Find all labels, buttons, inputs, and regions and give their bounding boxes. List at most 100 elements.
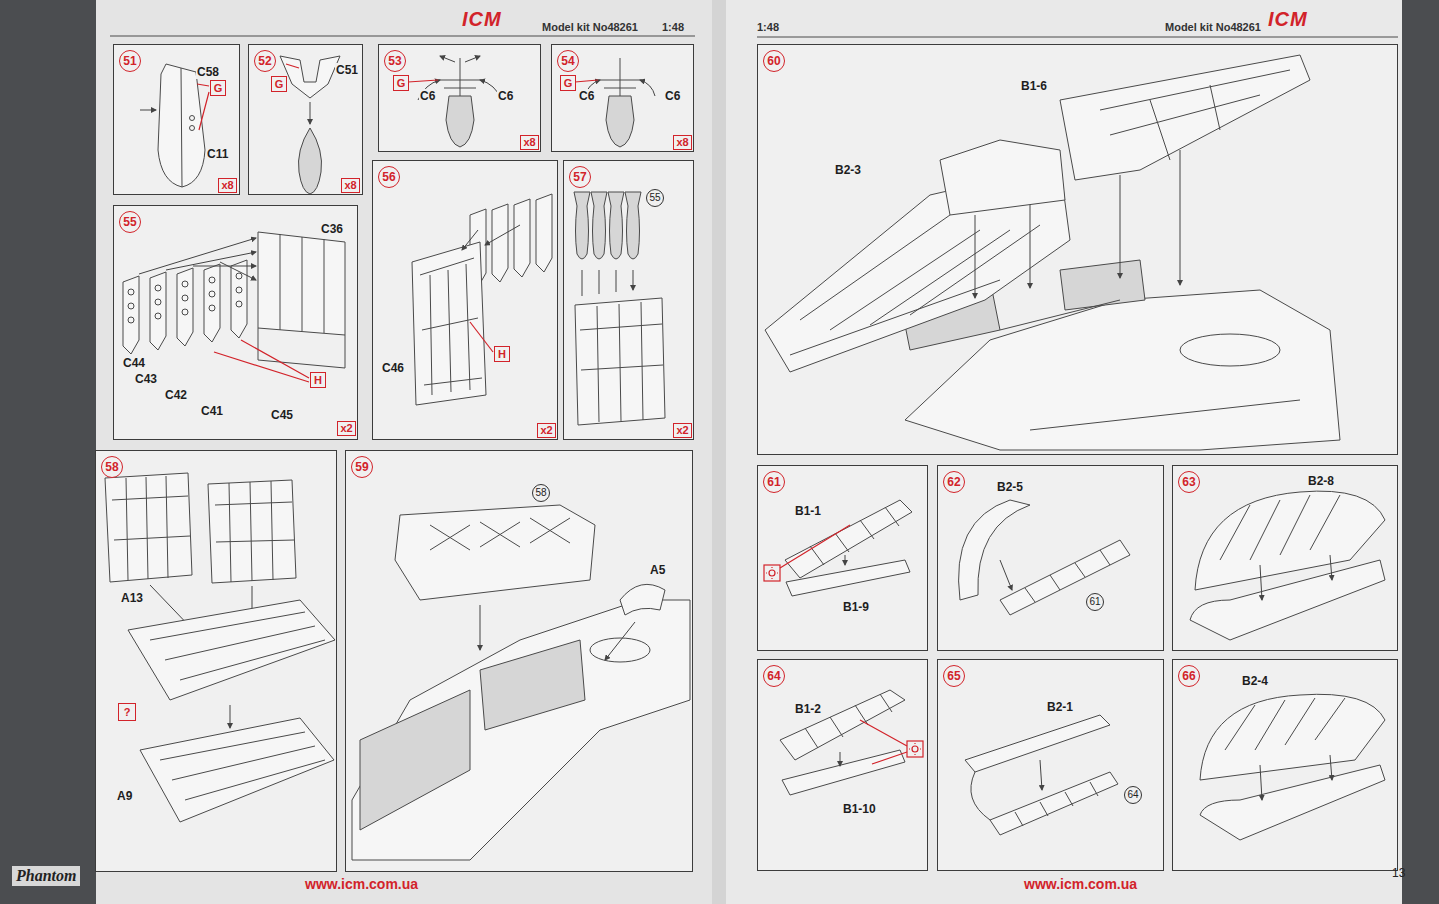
wing-fuselage-drawing	[1180, 334, 1280, 366]
step-number: 58	[101, 456, 123, 478]
panel-ground	[757, 465, 928, 651]
step-number: 56	[378, 166, 400, 188]
bomb-bay-drawing	[150, 612, 325, 680]
part-label: B1-10	[842, 802, 877, 816]
flap-frame-drawing	[965, 715, 1110, 772]
wing-fuselage-drawing	[940, 140, 1065, 215]
reference-number: 55	[649, 193, 660, 203]
part-label: B1-2	[794, 702, 822, 716]
bomb-fin-drawing	[446, 96, 474, 147]
brand-logo: ICM	[462, 8, 502, 31]
rack-bomb-drawing	[575, 298, 665, 425]
rack-bomb-drawing	[574, 192, 641, 259]
bomb-rack-drawing	[236, 301, 242, 307]
bomb-half-drawing	[190, 116, 195, 121]
bomb-rack-drawing	[412, 242, 486, 405]
bomb-rack-drawing	[258, 234, 345, 368]
bomb-bay-drawing	[112, 476, 294, 582]
part-label: C41	[200, 404, 224, 418]
bomb-tail-drawing	[280, 56, 340, 98]
part-label: A9	[116, 789, 133, 803]
marker-box: x8	[520, 135, 539, 150]
assembly-step-panel: 54C6C6Gx8	[551, 44, 694, 152]
part-label: C36	[320, 222, 344, 236]
bomb-rack-drawing	[139, 238, 256, 274]
flap-frame-drawing	[1000, 560, 1012, 590]
bomb-rack-drawing	[209, 305, 215, 311]
step-number: 65	[943, 665, 965, 687]
part-label: C58	[196, 65, 220, 79]
bomb-rack-drawing	[150, 272, 166, 350]
flap-drawing	[845, 555, 846, 565]
assembly-step-panel: 58A13A9?	[95, 450, 337, 872]
fuselage-drawing	[620, 584, 665, 615]
panel-ground	[757, 44, 1398, 455]
step-number: 62	[943, 471, 965, 493]
bomb-bay-drawing	[105, 473, 192, 582]
part-label: C11	[206, 147, 229, 161]
fuselage-drawing	[480, 605, 481, 650]
flap-cover-drawing	[1190, 491, 1385, 640]
bomb-bay-drawing	[128, 600, 335, 700]
fuselage-drawing	[395, 505, 595, 600]
marker-box: x8	[341, 178, 360, 193]
part-label: C51	[335, 63, 359, 77]
flap-frame-drawing	[1000, 540, 1130, 615]
bomb-rack-drawing	[236, 287, 242, 293]
wing-fuselage-drawing	[790, 215, 1040, 355]
assembly-step-panel: 61B1-1B1-9	[757, 465, 928, 651]
panel-ground	[95, 44, 1398, 872]
flap-frame-drawing	[1040, 760, 1042, 790]
bomb-fin-drawing	[575, 80, 598, 82]
bomb-rack-drawing	[182, 295, 188, 301]
step-number: 51	[119, 50, 141, 72]
page-ground	[712, 0, 726, 904]
marker-code: x2	[340, 423, 352, 434]
rack-bomb-drawing	[574, 192, 590, 259]
step-number: 57	[569, 166, 591, 188]
scale-label: 1:48	[757, 21, 779, 34]
bomb-rack-drawing	[177, 268, 193, 346]
marker-box: x2	[537, 423, 556, 438]
panel-ground	[937, 465, 1164, 651]
flap-cover-drawing	[1200, 694, 1385, 780]
part-label: C42	[164, 388, 188, 402]
flap-cover-drawing	[1190, 560, 1385, 640]
part-label: C6	[664, 89, 681, 103]
wing-fuselage-drawing	[765, 55, 1340, 450]
bomb-rack-drawing	[166, 252, 256, 270]
page-ground	[96, 0, 720, 904]
panel-ground	[345, 450, 693, 872]
bomb-half-drawing	[197, 84, 209, 130]
flap-drawing	[780, 690, 923, 795]
bomb-rack-drawing	[470, 194, 552, 287]
website: www.icm.com.ua	[1024, 876, 1137, 892]
part-label: C45	[270, 408, 294, 422]
part-label: C6	[419, 89, 436, 103]
part-label: A13	[120, 591, 144, 605]
flap-drawing	[780, 525, 850, 568]
bomb-bay-drawing	[230, 705, 231, 728]
panel-ground	[563, 160, 694, 440]
marker-box: x8	[218, 178, 237, 193]
reference-number: 61	[1089, 597, 1100, 607]
bomb-fin-drawing	[598, 58, 642, 96]
bomb-fin-drawing	[408, 56, 502, 147]
reference-circle: 55	[646, 189, 664, 207]
panel-ground	[1172, 465, 1398, 651]
rack-bomb-drawing	[608, 192, 624, 259]
step-number: 59	[351, 456, 373, 478]
kit-number: Model kit No48261	[1165, 21, 1261, 34]
marker-code: ?	[124, 707, 131, 718]
part-label: B2-3	[834, 163, 862, 177]
marker-code: x2	[540, 425, 552, 436]
flap-drawing	[780, 690, 905, 760]
bomb-rack-drawing	[470, 322, 493, 352]
bomb-fin-drawing	[465, 56, 480, 62]
bomb-half-drawing	[140, 64, 209, 187]
marker-code: x8	[344, 180, 356, 191]
bomb-rack-drawing	[209, 277, 215, 283]
marker-box: H	[494, 346, 510, 362]
